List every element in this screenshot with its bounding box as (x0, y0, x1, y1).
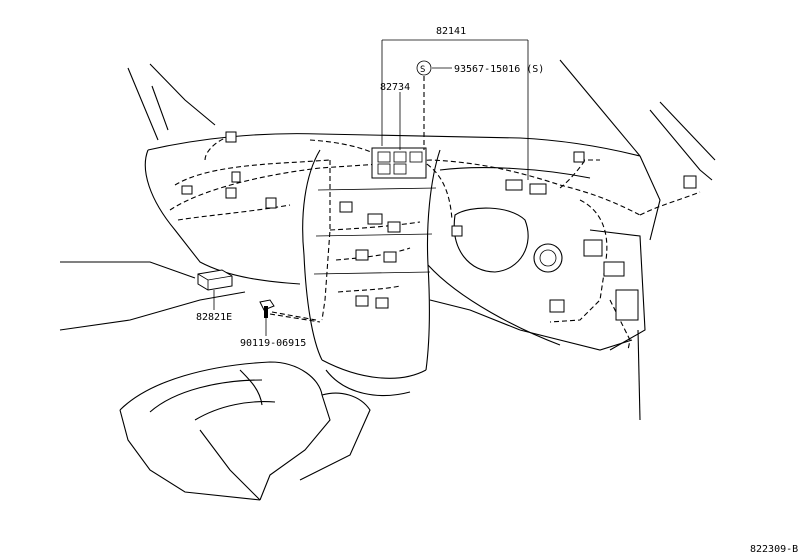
junction-block (371, 147, 427, 179)
clip-symbol-circle (416, 60, 432, 76)
label-82821E: 82821E (196, 312, 232, 323)
wire-harness (169, 135, 701, 351)
bolt-part (259, 299, 317, 321)
clip-symbol-label: S (420, 65, 425, 75)
leader-lines (213, 39, 529, 336)
connectors (181, 131, 697, 321)
label-82141: 82141 (436, 26, 466, 37)
label-90119-06915: 90119-06915 (240, 338, 306, 349)
dashboard-outline (59, 59, 716, 421)
center-console (119, 361, 371, 501)
label-82734: 82734 (380, 82, 410, 93)
label-93567-15016: 93567-15016 (S) (454, 64, 544, 75)
diagram-id: 822309-B (750, 544, 798, 555)
relay-block-part (197, 269, 233, 291)
